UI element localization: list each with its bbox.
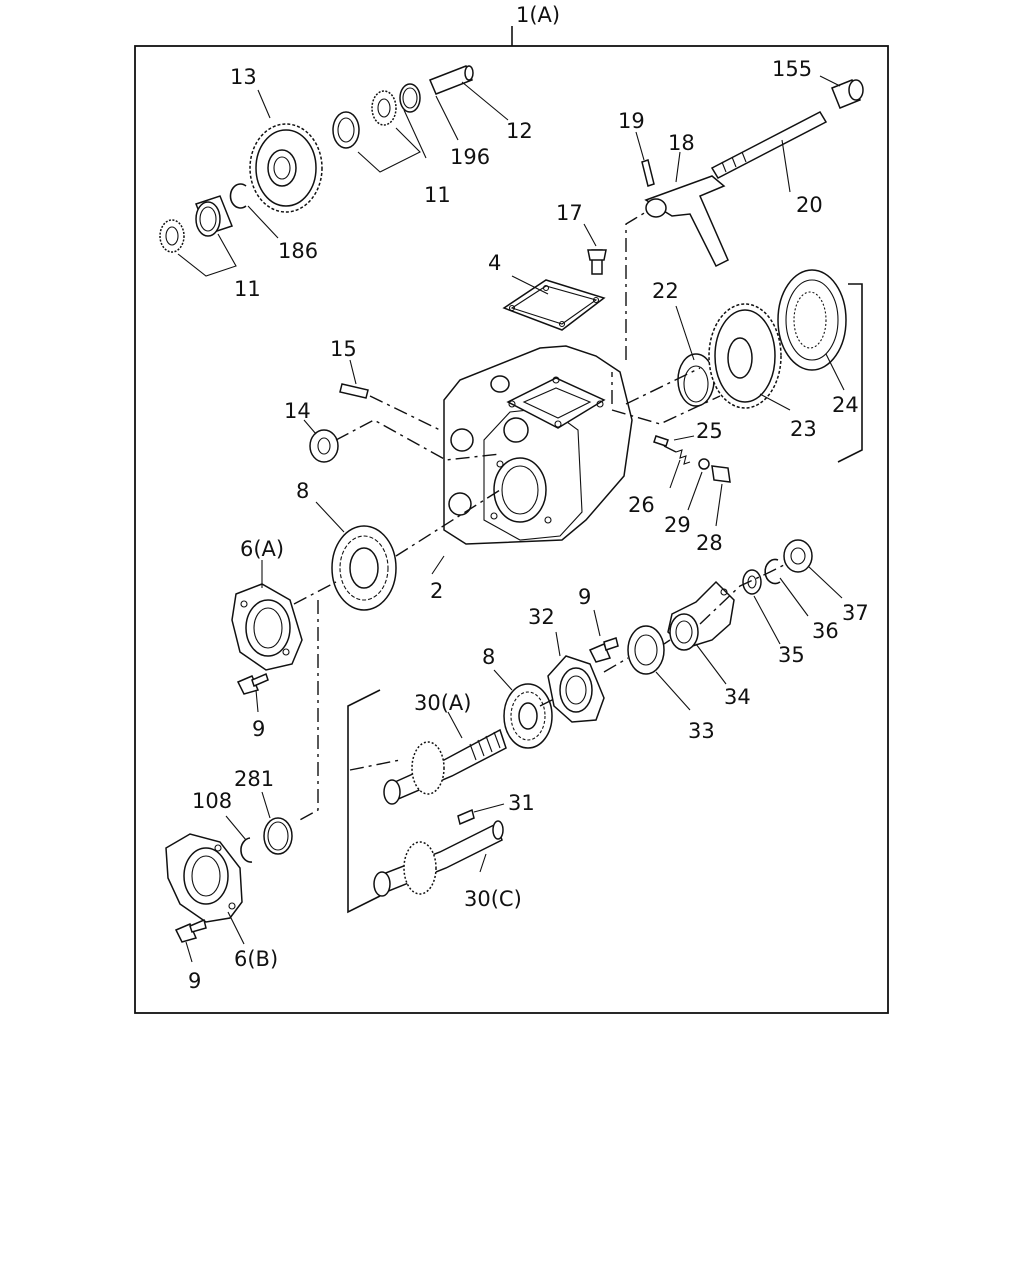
label-19: 19: [618, 109, 645, 133]
label-25: 25: [696, 419, 723, 443]
shaft-20: [710, 111, 828, 179]
snap-ring-186: [229, 183, 247, 209]
label-30a: 30(A): [414, 691, 471, 715]
label-108: 108: [192, 789, 232, 813]
flange-34: [667, 580, 735, 651]
label-12: 12: [506, 119, 533, 143]
label-281: 281: [234, 767, 274, 791]
label-4: 4: [488, 251, 501, 275]
label-18: 18: [668, 131, 695, 155]
label-20: 20: [796, 193, 823, 217]
label-31: 31: [508, 791, 535, 815]
key-31: [457, 808, 475, 826]
race-11-left: [195, 195, 233, 237]
label-2: 2: [430, 579, 443, 603]
label-8-lower: 8: [482, 645, 495, 669]
label-37: 37: [842, 601, 869, 625]
pin-12: [429, 65, 474, 95]
gear-13: [249, 123, 323, 213]
nut-37: [783, 539, 813, 573]
label-196: 196: [450, 145, 490, 169]
bearing-8-lower: [503, 683, 553, 749]
label-36: 36: [812, 619, 839, 643]
bolt-9-bottom: [174, 918, 207, 943]
bushing-14: [309, 429, 339, 463]
washer-22: [677, 353, 715, 407]
bushing-155: [831, 79, 864, 109]
label-8-upper: 8: [296, 479, 309, 503]
pin-19: [641, 159, 655, 187]
ring-281: [263, 817, 293, 855]
ring-196: [399, 83, 421, 113]
center-lines: [293, 211, 787, 823]
label-11-upper: 11: [424, 183, 451, 207]
bracket-30: [347, 689, 381, 914]
shaft-30a: [383, 728, 507, 805]
label-14: 14: [284, 399, 311, 423]
label-34: 34: [724, 685, 751, 709]
assembly-label: 1(A): [516, 3, 560, 27]
label-186: 186: [278, 239, 318, 263]
shaft-30c: [373, 820, 504, 897]
bearing-8-upper: [331, 525, 397, 611]
bolt-9-left: [236, 672, 269, 695]
label-15: 15: [330, 337, 357, 361]
label-11-lower: 11: [234, 277, 261, 301]
bearing-retainer-32: [547, 655, 605, 723]
bolt-17: [587, 249, 607, 275]
label-9-center: 9: [578, 585, 591, 609]
pin-25: [653, 435, 669, 447]
gear-23: [708, 303, 782, 409]
shift-fork-18: [644, 175, 729, 268]
bolt-9-center: [588, 637, 619, 663]
label-6b: 6(B): [234, 947, 278, 971]
label-29: 29: [664, 513, 691, 537]
race-11-right: [332, 111, 360, 149]
pin-15: [339, 383, 369, 399]
label-35: 35: [778, 643, 805, 667]
label-17: 17: [556, 201, 583, 225]
housing-2: [443, 345, 633, 545]
cover-plate-4: [502, 279, 606, 331]
cover-6b: [165, 833, 243, 923]
label-26: 26: [628, 493, 655, 517]
washer-35: [742, 569, 762, 595]
snap-ring-108: [240, 837, 253, 863]
label-6a: 6(A): [240, 537, 284, 561]
seal-33: [627, 625, 665, 675]
label-22: 22: [652, 279, 679, 303]
leader-lines: [177, 75, 845, 963]
label-9-left: 9: [252, 717, 265, 741]
lock-washer-36: [764, 558, 781, 585]
label-30c: 30(C): [464, 887, 522, 911]
label-9-bottom: 9: [188, 969, 201, 993]
label-155: 155: [772, 57, 812, 81]
bearing-11-right: [371, 90, 397, 126]
sleeve-24: [777, 269, 847, 371]
bearing-11-left: [159, 219, 185, 253]
cover-6a: [231, 583, 303, 671]
label-32: 32: [528, 605, 555, 629]
plug-28: [711, 465, 731, 483]
label-13: 13: [230, 65, 257, 89]
label-28: 28: [696, 531, 723, 555]
label-24: 24: [832, 393, 859, 417]
spring-26: [675, 449, 691, 465]
label-23: 23: [790, 417, 817, 441]
bracket-24: [837, 283, 863, 463]
label-33: 33: [688, 719, 715, 743]
ball-29: [698, 458, 710, 470]
